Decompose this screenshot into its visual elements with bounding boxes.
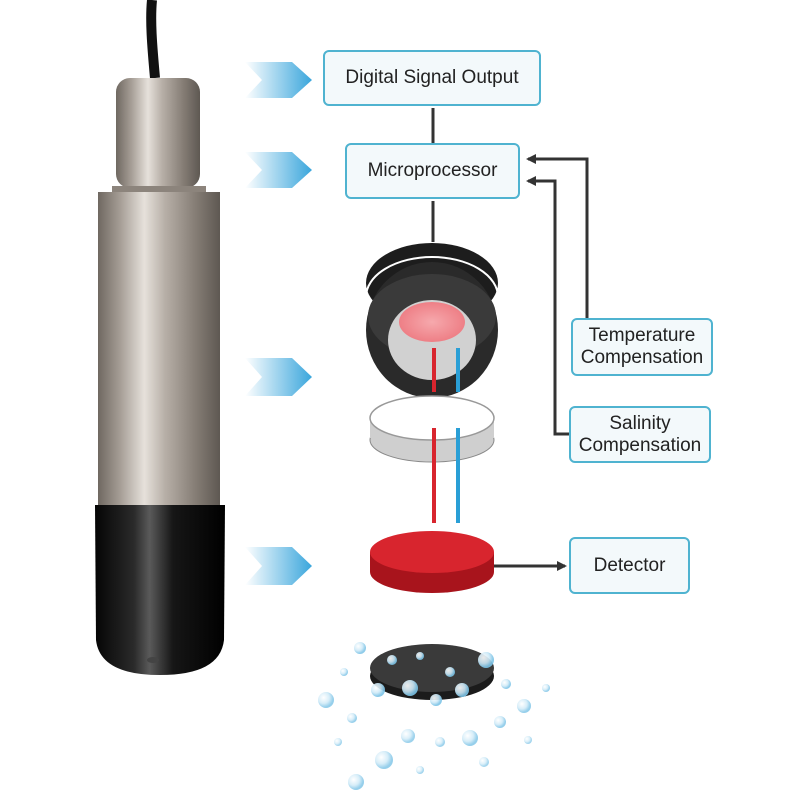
sensor-probe	[95, 0, 225, 675]
temperature-label-line2: Compensation	[580, 347, 704, 368]
microprocessor-box: Microprocessor	[345, 143, 520, 199]
probe-cable	[146, 0, 160, 79]
chevron-arrow-3-icon	[245, 358, 312, 396]
salinity-label-line1: Salinity	[609, 412, 671, 434]
red-disc	[370, 531, 494, 593]
membrane-head	[365, 243, 499, 398]
chevron-arrow-2-icon	[245, 152, 312, 188]
detector-label: Detector	[593, 554, 666, 576]
temperature-compensation-box: Temperature Compensation	[571, 318, 713, 376]
probe-black-cap	[95, 505, 225, 675]
detector-box: Detector	[569, 537, 690, 594]
digital-signal-output-label: Digital Signal Output	[345, 67, 519, 88]
chevron-arrow-1-icon	[245, 62, 312, 98]
water-bubbles	[318, 642, 550, 790]
salinity-arrow	[526, 176, 569, 436]
salinity-label-line2: Compensation	[578, 434, 702, 456]
temperature-label-line1: Temperature	[588, 325, 696, 346]
sample-disc	[370, 644, 494, 700]
probe-upper-body	[116, 78, 200, 188]
temperature-arrow	[526, 154, 589, 318]
microprocessor-label: Microprocessor	[367, 160, 498, 181]
digital-signal-output-box: Digital Signal Output	[323, 50, 541, 106]
salinity-compensation-box: Salinity Compensation	[569, 406, 711, 463]
probe-main-body	[98, 192, 220, 512]
chevron-arrow-4-icon	[245, 547, 312, 585]
